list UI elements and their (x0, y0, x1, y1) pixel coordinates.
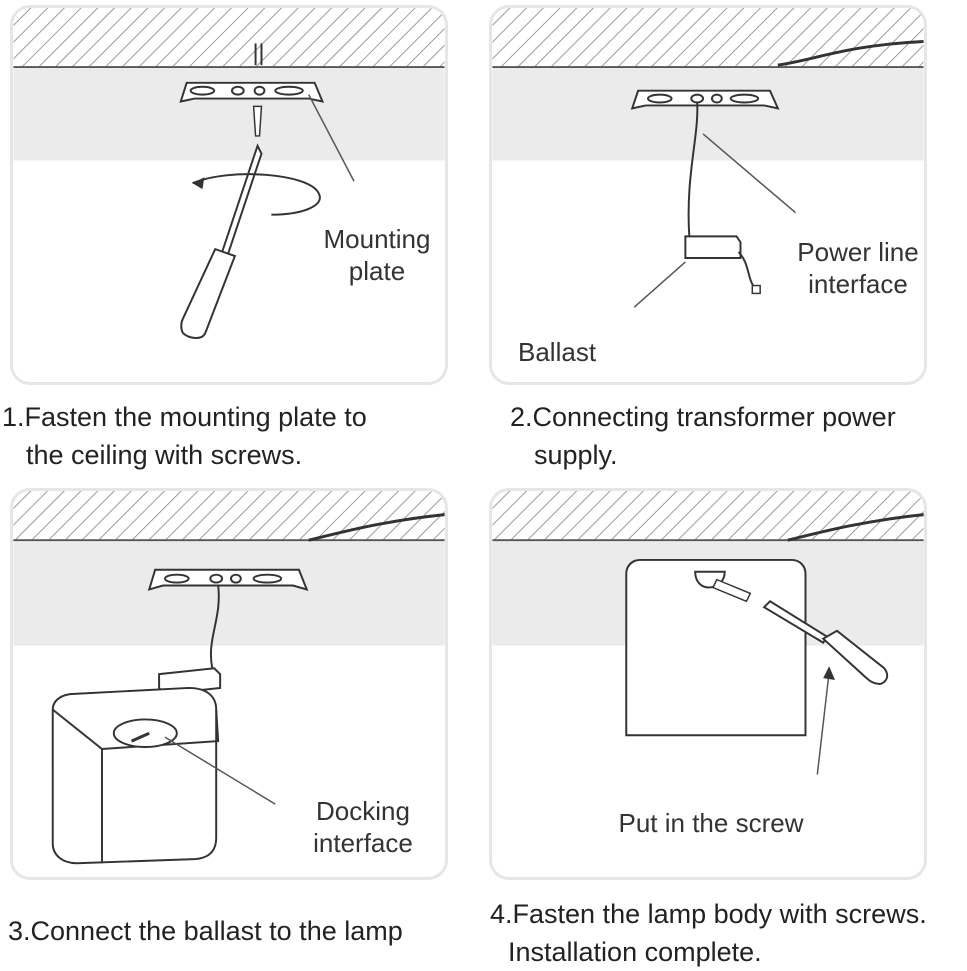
rotation-arrow-icon (192, 173, 321, 216)
step-2-panel: Power line interface Ballast (489, 5, 927, 385)
ballast-box-icon (684, 235, 742, 259)
step-4-panel: Put in the screw (489, 488, 927, 880)
step-3-caption: 3.Connect the ballast to the lamp (8, 916, 403, 946)
step-2-caption: 2.Connecting transformer power supply. (510, 402, 896, 470)
mounting-plate-label: Mounting plate (323, 224, 431, 286)
step-3-illustration (13, 491, 445, 865)
screwdriver-icon (180, 143, 263, 339)
screw-icon (252, 105, 263, 137)
step-1-caption: 1.Fasten the mounting plate to the ceili… (2, 402, 367, 470)
step-1-panel: Mounting plate (10, 5, 448, 385)
screw-icon (711, 578, 752, 603)
ballast-box-icon (158, 667, 222, 695)
step-1-illustration (13, 8, 445, 339)
mounting-plate-icon (179, 81, 325, 103)
mounting-plate-icon (630, 89, 780, 110)
lamp-body-icon (51, 686, 220, 865)
step-3-panel: Docking interface (10, 488, 448, 880)
put-in-screw-label: Put in the screw (618, 808, 804, 838)
step-4-illustration (492, 491, 924, 775)
mounting-plate-icon (147, 568, 309, 591)
step-4-caption: 4.Fasten the lamp body with screws. Inst… (490, 899, 927, 967)
power-cable (777, 39, 924, 67)
power-line-interface-label: Power line interface (797, 237, 919, 299)
ballast-label: Ballast (518, 337, 597, 367)
docking-interface-label: Docking interface (313, 796, 413, 858)
screwdriver-icon (762, 600, 889, 685)
ceiling-hatch (13, 8, 445, 68)
leader-line (308, 94, 355, 182)
step-2-illustration (492, 8, 924, 308)
